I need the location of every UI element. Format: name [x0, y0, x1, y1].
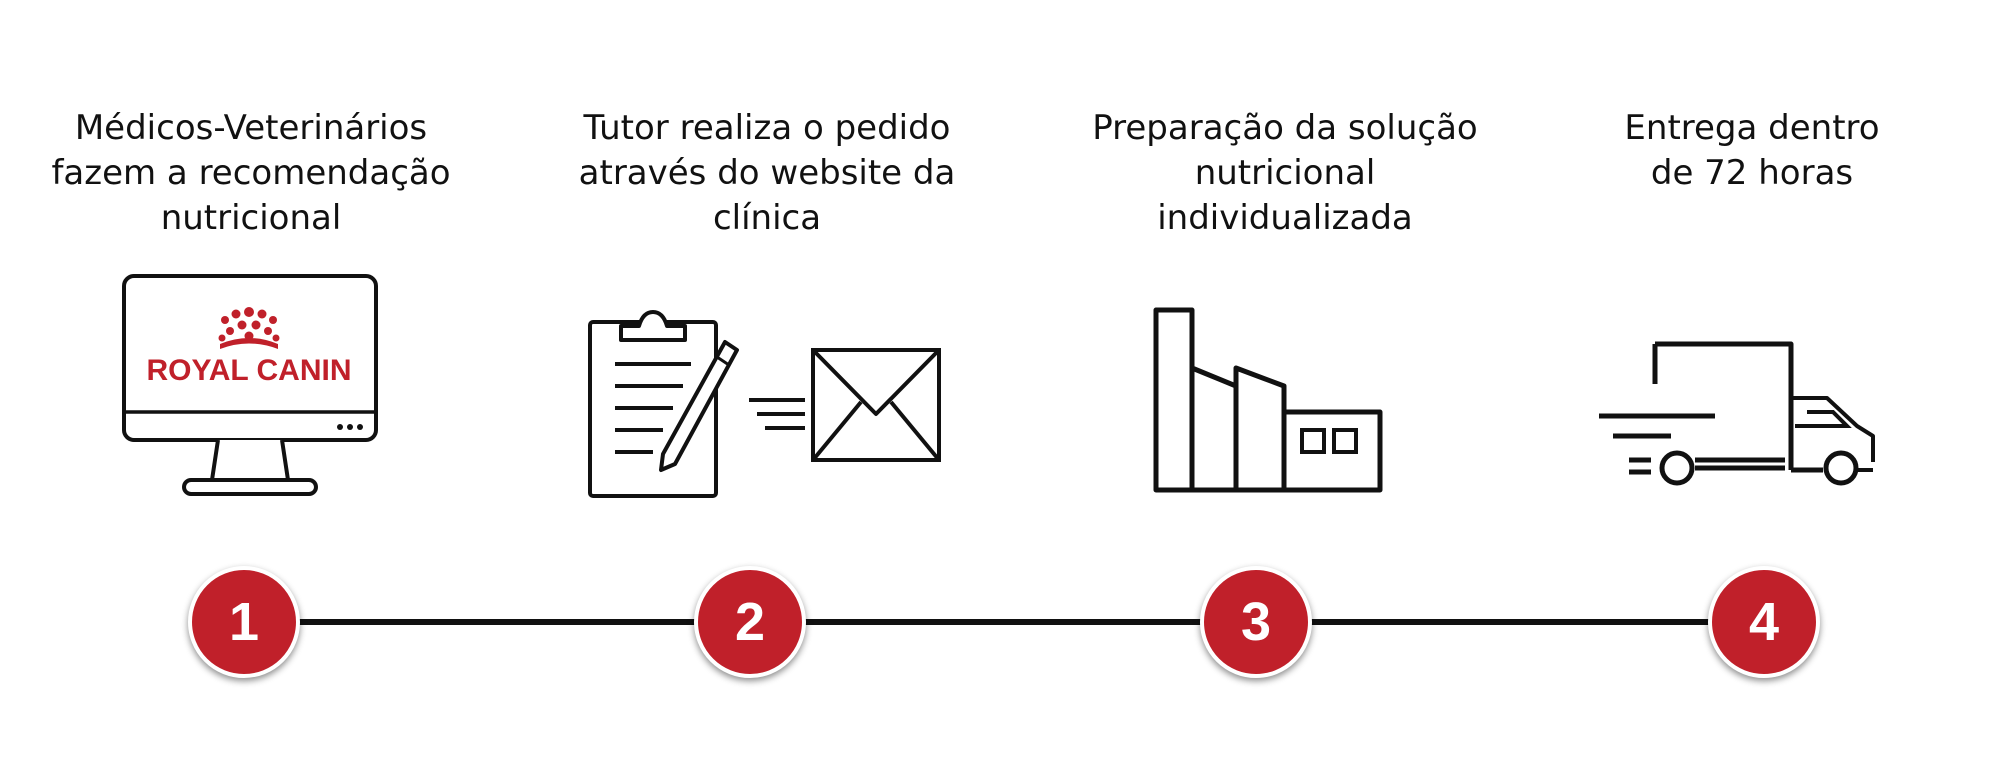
step-3-title-line: Preparação da solução [1092, 108, 1478, 148]
step-2-title-line: clínica [712, 198, 822, 238]
step-4-title-line: de 72 horas [1650, 153, 1854, 193]
step-1-title: Médicos-Veterinários fazem a recomendaçã… [31, 106, 471, 241]
step-1-title-line: nutricional [160, 198, 342, 238]
step-2-number: 2 [734, 592, 766, 652]
step-2-marker: 2 [694, 566, 806, 678]
step-1-marker: 1 [188, 566, 300, 678]
step-4-number: 4 [1748, 592, 1780, 652]
step-1-title-line: Médicos-Veterinários [74, 108, 428, 148]
step-3-title-line: nutricional [1194, 153, 1376, 193]
step-4-marker: 4 [1708, 566, 1820, 678]
step-3-title-line: individualizada [1157, 198, 1413, 238]
monitor-with-royal-canin-logo-icon: ROYAL CANIN [118, 272, 398, 502]
envelope-icon [811, 348, 941, 462]
step-4-title: Entrega dentro de 72 horas [1532, 106, 1972, 196]
clipboard-pencil-envelope-icon [585, 302, 945, 502]
step-2-title-line: Tutor realiza o pedido [583, 108, 951, 148]
step-3-marker: 3 [1200, 566, 1312, 678]
pencil-icon [659, 340, 739, 472]
timeline-line [240, 619, 1770, 625]
step-3-number: 3 [1240, 592, 1272, 652]
crown-icon [218, 307, 280, 349]
step-1-number: 1 [228, 592, 260, 652]
factory-icon [1150, 300, 1390, 500]
step-3-title: Preparação da solução nutricional indivi… [1065, 106, 1505, 241]
step-1-title-line: fazem a recomendação [51, 153, 451, 193]
step-4-title-line: Entrega dentro [1624, 108, 1880, 148]
royal-canin-logo: ROYAL CANIN [146, 354, 351, 387]
step-2-title-line: através do website da [578, 153, 956, 193]
delivery-truck-icon [1595, 340, 1895, 500]
step-2-title: Tutor realiza o pedido através do websit… [547, 106, 987, 241]
